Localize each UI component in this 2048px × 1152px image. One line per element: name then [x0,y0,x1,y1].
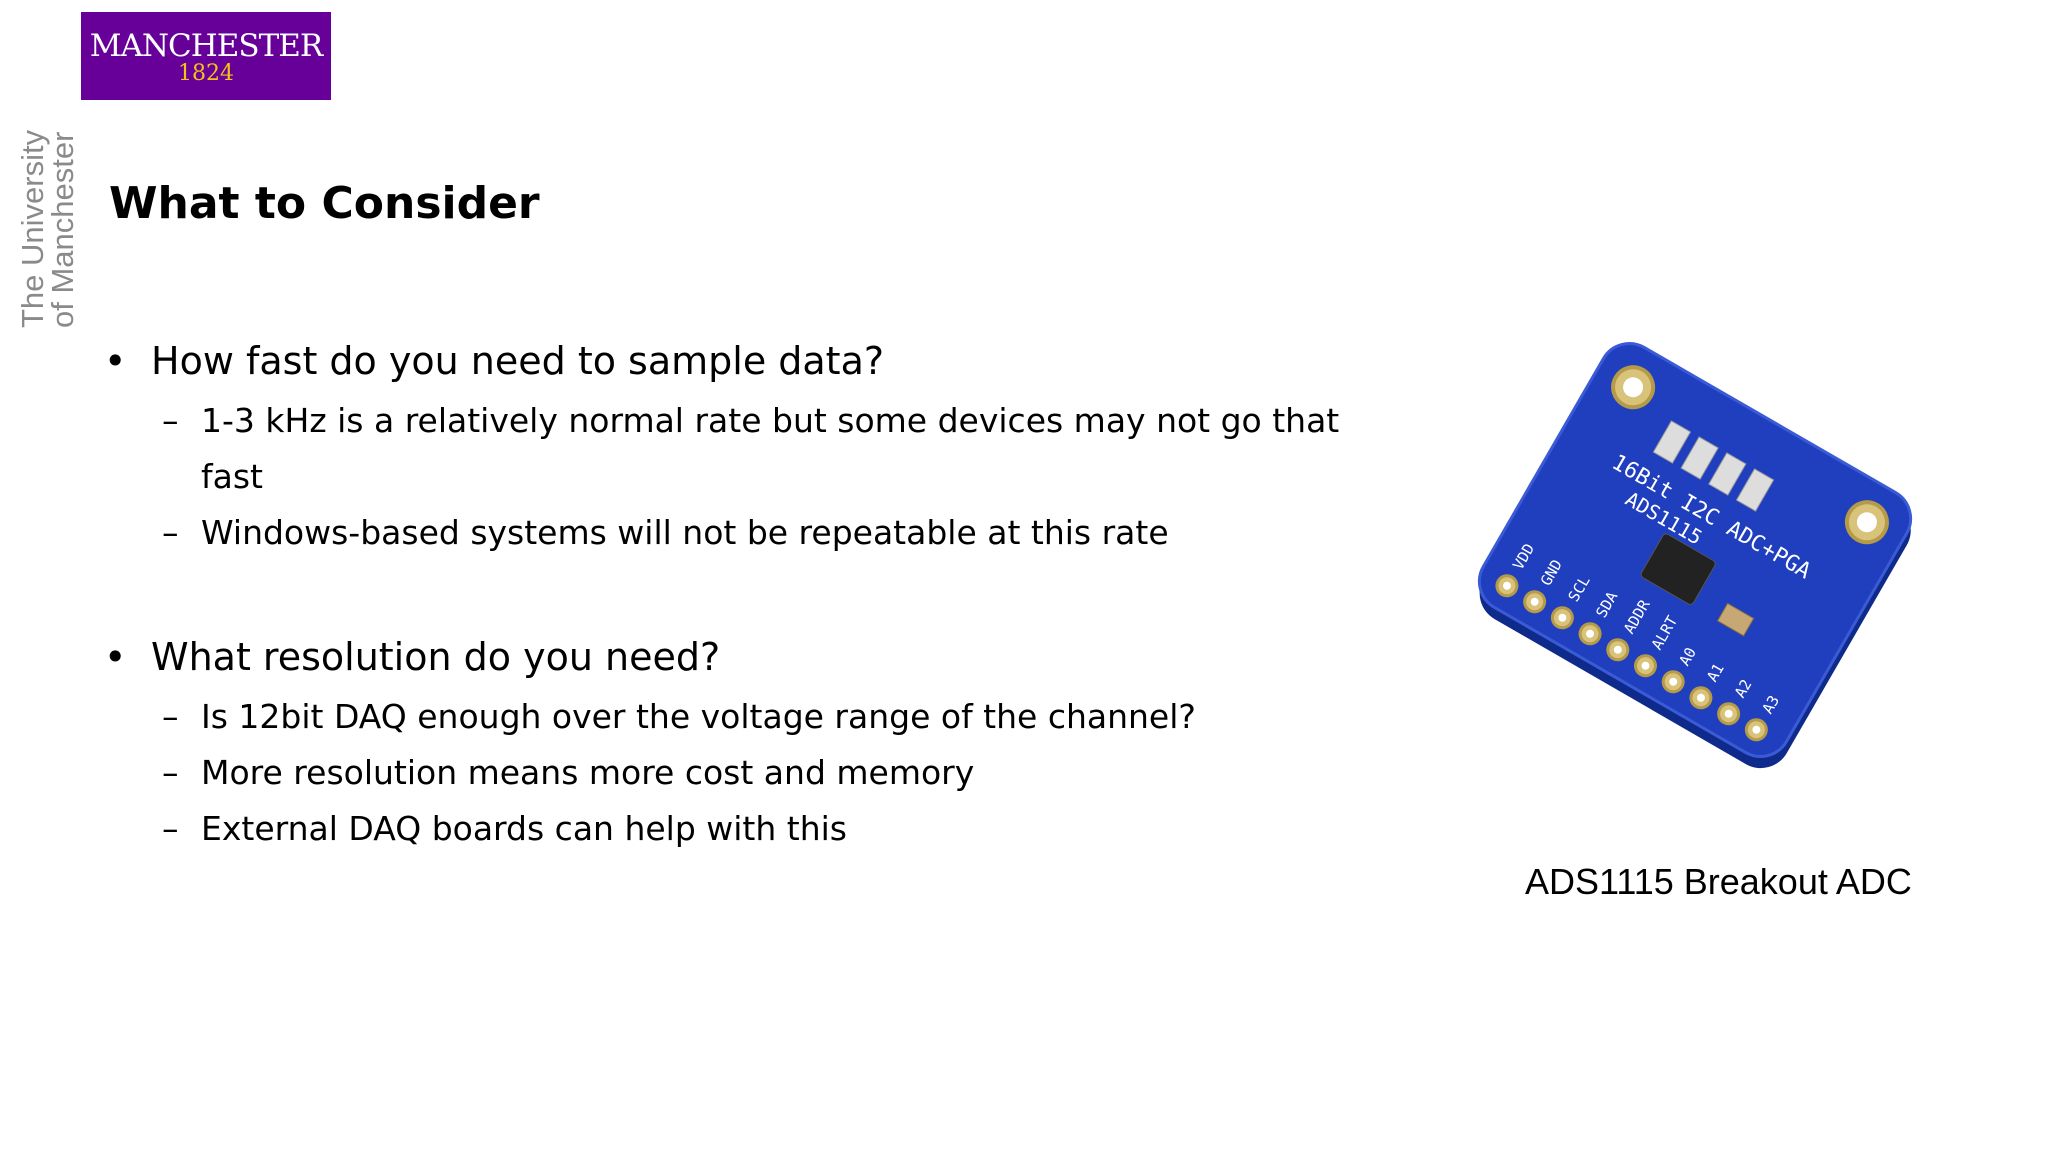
bullet-item: • What resolution do you need? [104,631,1404,683]
sub-bullet-text: Windows-based systems will not be repeat… [201,513,1169,552]
resistor [1652,420,1692,464]
sub-bullet-item: – Windows-based systems will not be repe… [104,505,1404,561]
sub-bullet-item: – External DAQ boards can help with this [104,801,1404,857]
sub-bullet-item: – Is 12bit DAQ enough over the voltage r… [104,689,1404,745]
side-label-line2: of Manchester [45,132,78,328]
slide-title: What to Consider [109,178,540,229]
sub-bullet-text: 1-3 kHz is a relatively normal rate but … [201,401,1340,496]
pin-hole-center [1696,693,1705,702]
bullet-text: What resolution do you need? [151,635,721,679]
mounting-hole-center [1856,512,1877,533]
adc-chip [1640,533,1716,605]
bullet-item: • How fast do you need to sample data? [104,335,1404,387]
capacitor [1716,602,1755,637]
logo-year: 1824 [178,61,234,86]
image-caption: ADS1115 Breakout ADC [1525,861,1912,902]
pin-hole-center [1530,597,1539,606]
bullet-group: • How fast do you need to sample data? –… [104,335,1404,561]
pin-hole-center [1586,629,1595,638]
pin-hole-center [1752,725,1761,734]
side-label-line1: The University [18,129,50,328]
pin-hole-center [1613,645,1622,654]
bullet-list: • How fast do you need to sample data? –… [104,335,1404,857]
bullet-glyph: • [104,635,127,679]
pin-hole-center [1558,613,1567,622]
dash-glyph: – [162,753,179,792]
dash-glyph: – [162,697,179,736]
bullet-text: How fast do you need to sample data? [151,339,885,383]
sub-bullet-text: Is 12bit DAQ enough over the voltage ran… [201,697,1196,736]
bullet-glyph: • [104,339,127,383]
resistor [1680,436,1719,480]
sub-bullet-item: – More resolution means more cost and me… [104,745,1404,801]
sub-bullet-text: More resolution means more cost and memo… [201,753,975,792]
pin-hole-center [1502,581,1511,590]
bullet-group: • What resolution do you need? – Is 12bi… [104,631,1404,857]
pin-hole-center [1641,661,1650,670]
resistor [1708,452,1747,496]
dash-glyph: – [162,809,179,848]
pin-hole-center [1724,709,1733,718]
logo-wordmark: MANCHESTER [89,28,324,64]
pin-hole-center [1669,677,1678,686]
dash-glyph: – [162,513,179,552]
sub-bullet-item: – 1-3 kHz is a relatively normal rate bu… [104,393,1404,505]
resistor [1735,468,1775,512]
mounting-hole-center [1623,377,1644,398]
dash-glyph: – [162,401,179,440]
university-logo: MANCHESTER 1824 [81,12,331,100]
side-university-label: The University of Manchester [15,108,80,328]
sub-bullet-text: External DAQ boards can help with this [201,809,847,848]
